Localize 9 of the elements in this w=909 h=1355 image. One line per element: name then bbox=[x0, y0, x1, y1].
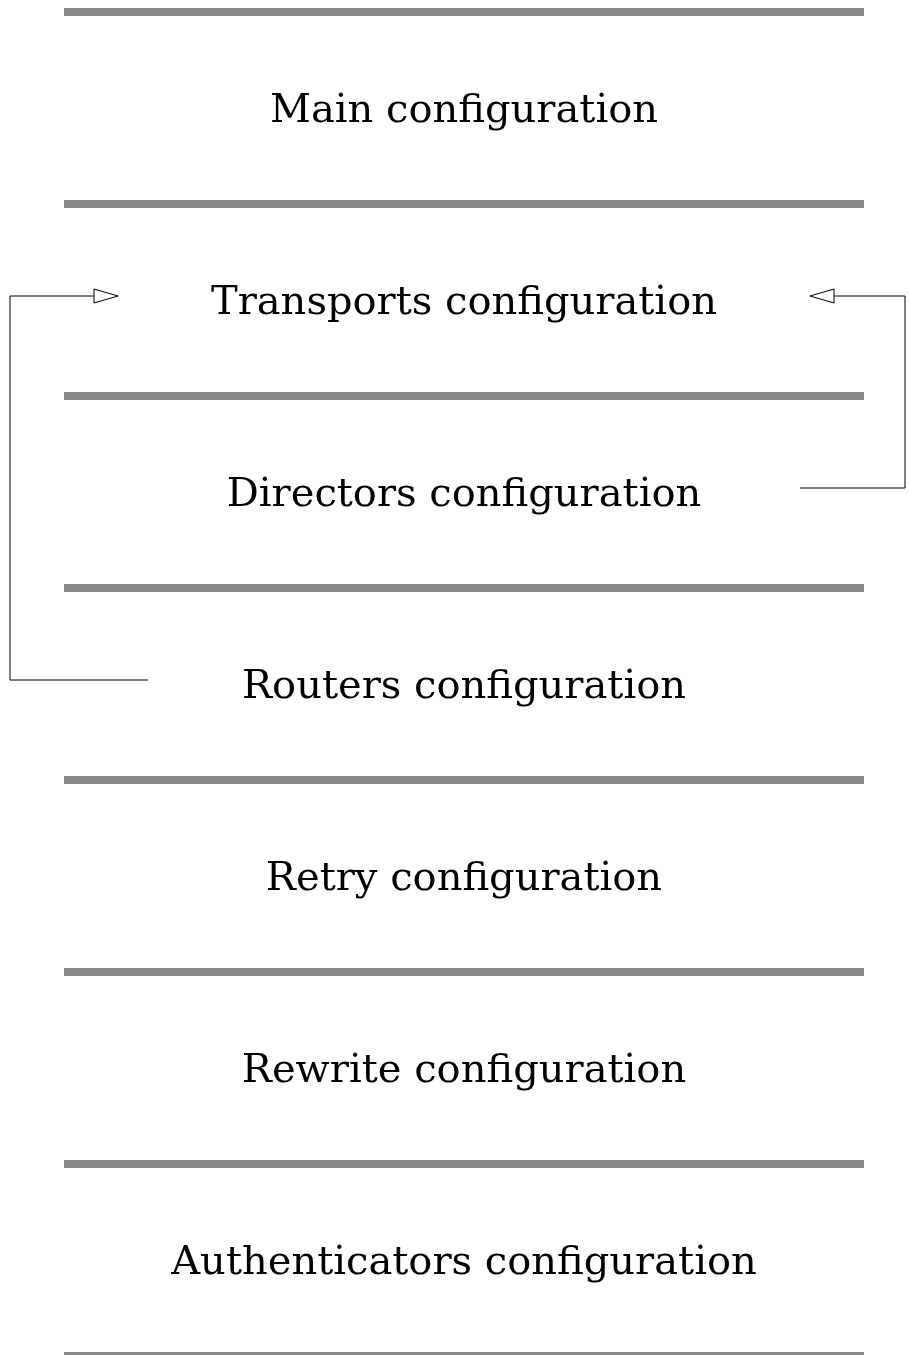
section-title: Directors configuration bbox=[118, 404, 810, 580]
section-title: Authenticators configuration bbox=[118, 1172, 810, 1348]
section-title: Main configuration bbox=[118, 20, 810, 196]
section-title: Retry configuration bbox=[118, 788, 810, 964]
section-title: Routers configuration bbox=[118, 596, 810, 772]
arrow bbox=[9, 288, 149, 681]
section-title: Transports configuration bbox=[118, 212, 810, 388]
arrow bbox=[799, 288, 906, 489]
section-title: Rewrite configuration bbox=[118, 980, 810, 1156]
